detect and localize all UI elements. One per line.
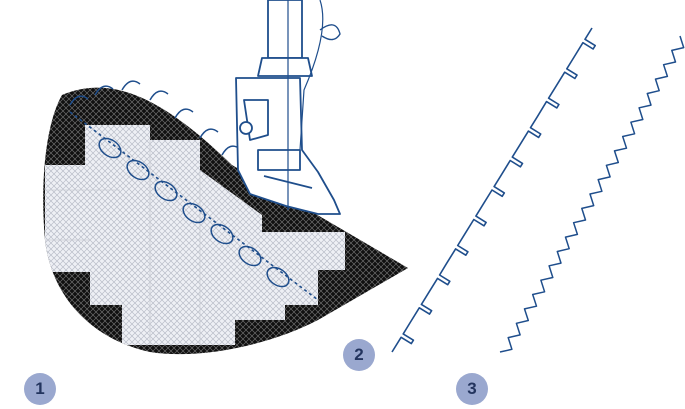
step-number-1: 1 [35,379,44,399]
foot-shank [268,0,302,58]
presser-foot [236,0,340,214]
step-badge-2: 2 [343,339,375,371]
step-number-2: 2 [354,345,363,365]
step-badge-1: 1 [24,373,56,405]
stitch-sample-zigzag [500,36,684,352]
fabric-piece [43,81,408,354]
step-badge-3: 3 [456,373,488,405]
foot-screw [240,122,252,134]
stitch-sample-blind-hem [392,28,595,352]
step-number-3: 3 [467,379,476,399]
